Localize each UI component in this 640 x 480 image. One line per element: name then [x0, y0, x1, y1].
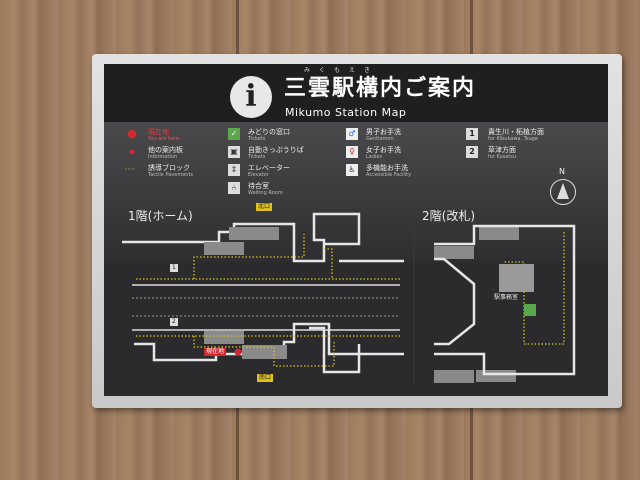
tactile-paving — [136, 232, 565, 367]
womens-toilet-icon: ♀ — [346, 146, 358, 158]
waiting-room-icon: ⑃ — [228, 182, 240, 194]
legend-area — [104, 122, 608, 262]
tactile-paving-icon: ···· — [124, 165, 136, 174]
ticket-machine-icon: ▣ — [228, 146, 240, 158]
floor-1-label: 1階(ホーム) — [128, 209, 193, 223]
floor-2-walls — [434, 224, 576, 376]
sign-subtitle: Mikumo Station Map — [285, 106, 407, 119]
north-exit-label: 北口 — [256, 203, 273, 211]
station-office-label: 駅事務室 — [494, 294, 519, 301]
accessible-toilet-icon: ♿ — [346, 164, 358, 176]
information-icon: i — [230, 76, 272, 118]
platform-1-marker: 1 — [170, 264, 178, 272]
elevator-icon: ⇕ — [228, 164, 240, 176]
south-exit-label: 南口 — [257, 374, 274, 382]
floor-plan — [122, 212, 576, 384]
ticket-office-icon: ✓ — [228, 128, 240, 140]
you-are-here-label: 現在地 — [204, 348, 227, 356]
current-location-icon: ● — [127, 127, 137, 140]
current-location-marker — [234, 348, 242, 356]
compass-icon — [550, 179, 576, 205]
stairs — [204, 226, 519, 383]
information-board-icon: ◆ — [128, 147, 136, 156]
railway-tracks — [132, 284, 400, 331]
title-ruby: みくもえき — [304, 67, 379, 74]
platform-1-badge: 1 — [466, 128, 478, 140]
mens-toilet-icon: ♂ — [346, 128, 358, 140]
station-map-sign: i みくもえき 三雲駅構内ご案内 Mikumo Station Map ● 現在… — [104, 64, 608, 396]
sign-header — [104, 64, 608, 122]
station-office-block — [499, 264, 534, 292]
floor-2-label: 2階(改札) — [422, 209, 475, 223]
platform-2-marker: 2 — [170, 318, 178, 326]
compass-north-label: N — [559, 167, 565, 176]
sign-title: 三雲駅構内ご案内 — [284, 76, 477, 101]
platform-2-badge: 2 — [466, 146, 478, 158]
ticket-office-icon — [524, 304, 536, 316]
